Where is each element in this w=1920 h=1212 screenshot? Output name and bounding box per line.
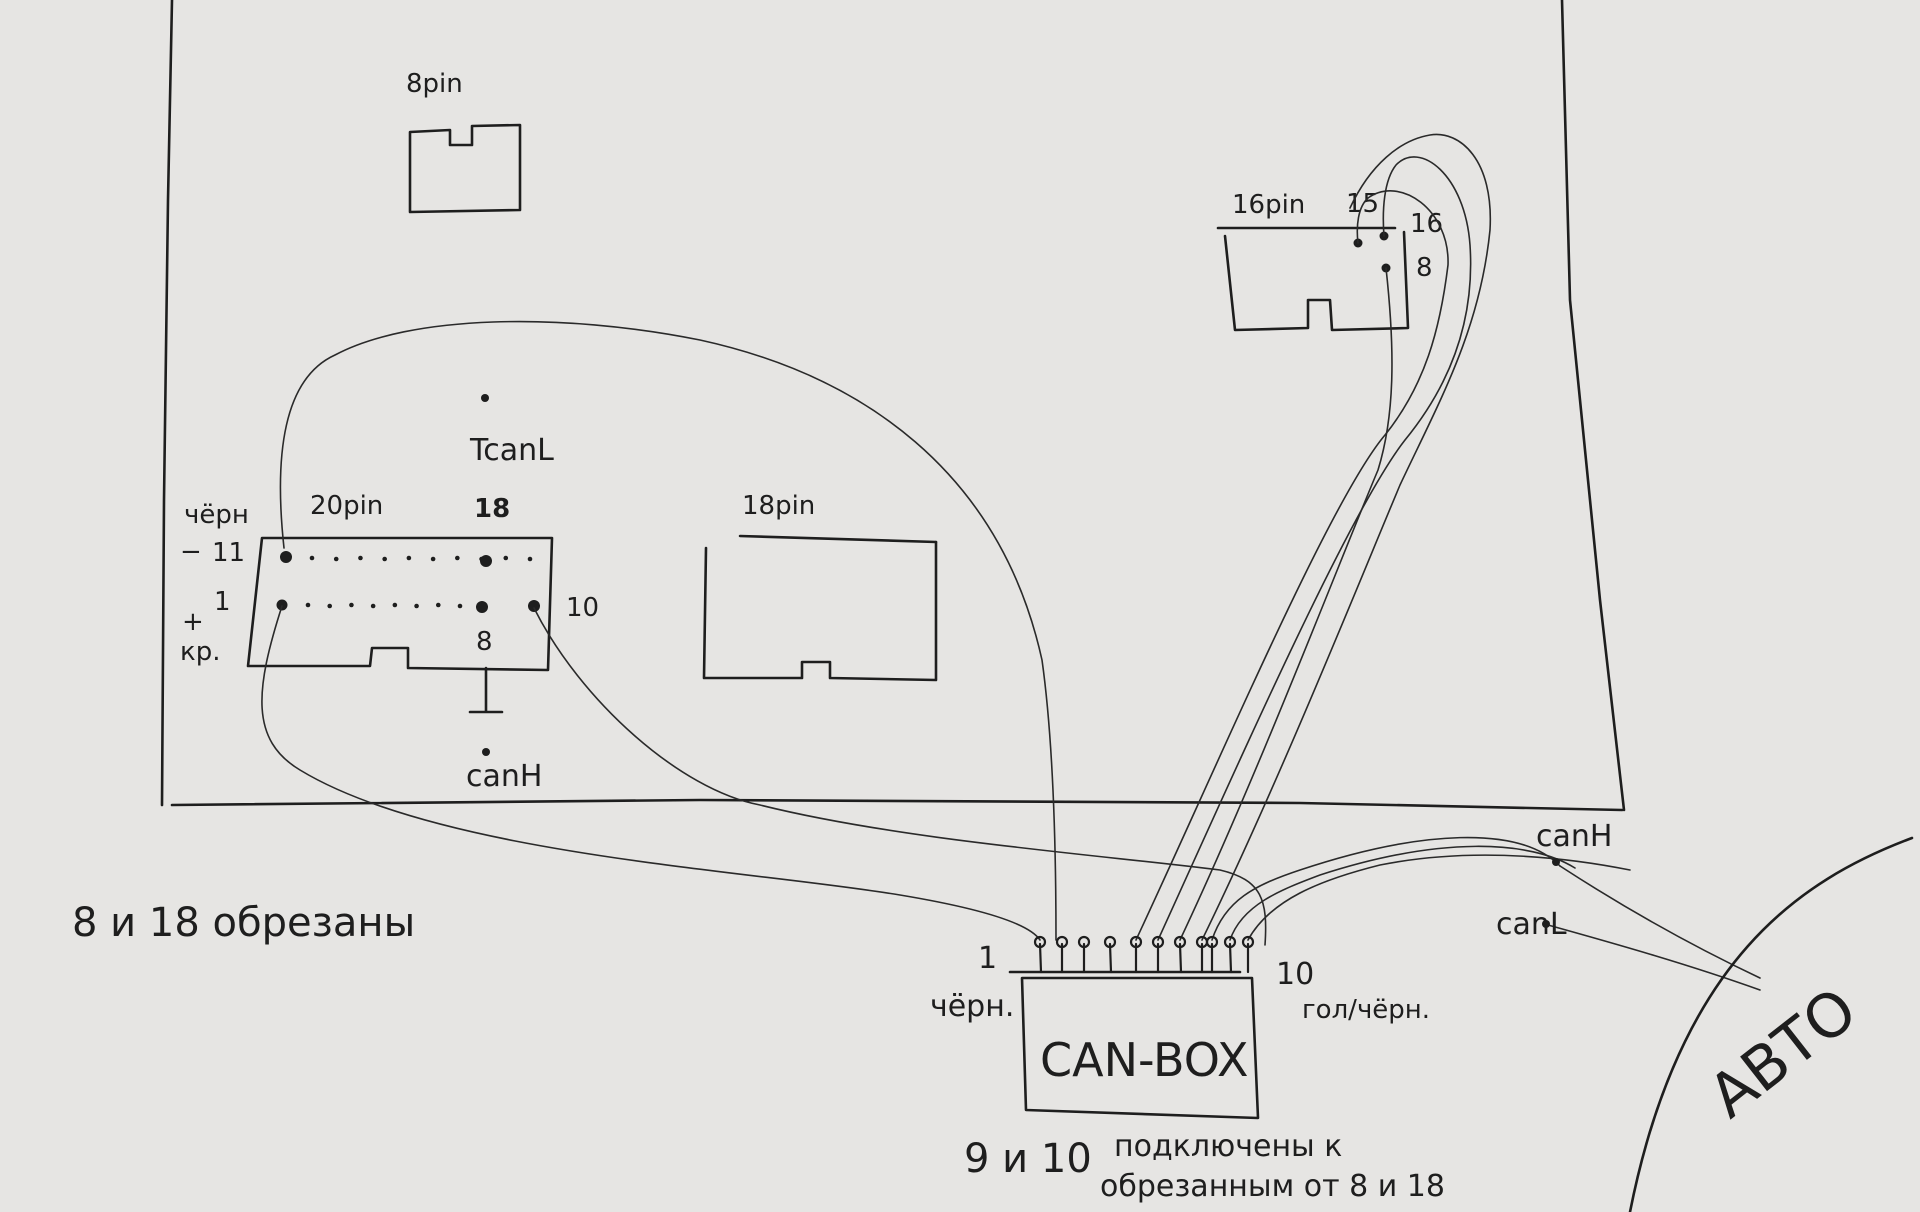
pin20-sign-plus: + bbox=[182, 607, 204, 637]
car-label: АВТО bbox=[1696, 974, 1870, 1131]
pin20-pin-dot bbox=[457, 603, 463, 609]
connector-18pin: 18pin bbox=[702, 491, 938, 682]
car-can-h-label: canH bbox=[1536, 819, 1612, 854]
pin20-pin-dot bbox=[370, 603, 376, 609]
canbox-pin-head bbox=[1077, 935, 1091, 949]
canbox-pin-wire bbox=[1038, 942, 1043, 974]
pin16-number-8: 8 bbox=[1416, 253, 1433, 283]
connector-8pin-label: 8pin bbox=[406, 69, 463, 99]
pin20-number-11: 11 bbox=[212, 538, 245, 568]
notes: 8 и 18 обрезаны 9 и 10 подключены к обре… bbox=[72, 900, 1445, 1204]
canbox-pin1-color: чёрн. bbox=[930, 989, 1014, 1024]
car-can-l-dot bbox=[1542, 920, 1550, 928]
pin20-dot-10 bbox=[528, 600, 540, 612]
canbox-pin-head bbox=[1055, 935, 1069, 949]
pin20-pin-dot bbox=[414, 603, 419, 609]
pin20-color-red: кр. bbox=[180, 637, 220, 667]
pin20-pin-dot bbox=[392, 602, 398, 608]
connector-18pin-label: 18pin bbox=[742, 491, 815, 521]
pin20-pin-dot bbox=[305, 602, 311, 608]
canbox-pin-head bbox=[1033, 935, 1047, 949]
canbox-pin-head bbox=[1173, 935, 1187, 949]
pin20-pin-dot bbox=[309, 555, 315, 561]
note-cut-pins: 8 и 18 обрезаны bbox=[72, 900, 415, 946]
canbox-pin-head bbox=[1129, 935, 1143, 949]
connector-20pin: 20pin 18 чёрн − 11 + 1 кр. 8 10 bbox=[180, 491, 599, 672]
canbox-pin-head bbox=[1223, 935, 1237, 949]
pin20-pin-dot bbox=[455, 555, 460, 561]
pin20-pin-dot bbox=[327, 603, 333, 609]
canbox-pin10-color: гол/чёрн. bbox=[1302, 995, 1430, 1025]
pin20-number-18: 18 bbox=[474, 494, 510, 524]
pin20-pin-dot bbox=[349, 602, 354, 608]
canbox-header-pins bbox=[1033, 935, 1255, 974]
connector-8pin: 8pin bbox=[406, 69, 522, 214]
pin20-dot-8 bbox=[476, 601, 488, 613]
pin20-pin-dot bbox=[358, 555, 363, 561]
canbox-pin1-number: 1 bbox=[978, 941, 997, 976]
pin20-pin-dot bbox=[430, 556, 436, 562]
connector-20pin-label: 20pin bbox=[310, 491, 383, 521]
canbox-pin-head bbox=[1151, 935, 1165, 949]
pin20-row-bottom bbox=[305, 602, 463, 609]
connector-16pin: 16pin 15 16 8 bbox=[1216, 189, 1443, 332]
canbox: CAN-BOX 1 чёрн. 10 гол/чёрн. bbox=[930, 941, 1430, 1120]
pin20-row-top bbox=[309, 555, 533, 562]
can-taps: TcanL canH bbox=[466, 394, 554, 794]
pin20-pin-dot bbox=[435, 602, 441, 608]
pin20-number-10: 10 bbox=[566, 593, 599, 623]
canbox-pin-wire bbox=[1228, 942, 1233, 974]
pin20-pin-dot bbox=[527, 556, 533, 562]
note-connect-pins: 9 и 10 bbox=[964, 1136, 1092, 1182]
pin20-number-8: 8 bbox=[476, 627, 493, 657]
head-unit-outline bbox=[160, 0, 1626, 812]
pin20-pin-dot bbox=[406, 555, 412, 561]
can-h-tap-dot bbox=[482, 748, 490, 756]
canbox-label: CAN-BOX bbox=[1040, 1033, 1248, 1087]
canbox-pin-head bbox=[1241, 935, 1255, 949]
canbox-pin-head bbox=[1205, 935, 1219, 949]
car-can-l-label: canL bbox=[1496, 907, 1567, 942]
canbox-pin10-number: 10 bbox=[1276, 957, 1314, 992]
can-l-tap-dot bbox=[481, 394, 489, 402]
pin20-dot-11 bbox=[280, 551, 292, 563]
car-side: canH canL АВТО bbox=[1496, 819, 1914, 1212]
pin16-number-16: 16 bbox=[1410, 209, 1443, 239]
pin20-color-black: чёрн bbox=[184, 500, 249, 530]
canbox-pin-head bbox=[1103, 935, 1117, 949]
pin20-pin-dot bbox=[503, 555, 509, 561]
canbox-pin-wire bbox=[1178, 942, 1183, 974]
note-connect-line2: обрезанным от 8 и 18 bbox=[1100, 1169, 1445, 1204]
pin20-dot-18 bbox=[480, 555, 492, 567]
pin20-dot-1 bbox=[276, 599, 288, 611]
wires bbox=[261, 133, 1761, 991]
canbox-pin-wire bbox=[1108, 942, 1113, 974]
car-can-h-dot bbox=[1552, 858, 1560, 866]
connector-16pin-label: 16pin bbox=[1232, 190, 1305, 220]
can-l-tap-label: TcanL bbox=[469, 433, 554, 468]
pin20-sign-minus: − bbox=[180, 537, 202, 567]
can-h-tap-label: canH bbox=[466, 759, 542, 794]
pin20-number-1: 1 bbox=[214, 587, 231, 617]
pin20-pin-dot bbox=[333, 556, 339, 562]
pin20-pin-dot bbox=[382, 556, 387, 562]
note-connect-line1: подключены к bbox=[1114, 1129, 1342, 1164]
